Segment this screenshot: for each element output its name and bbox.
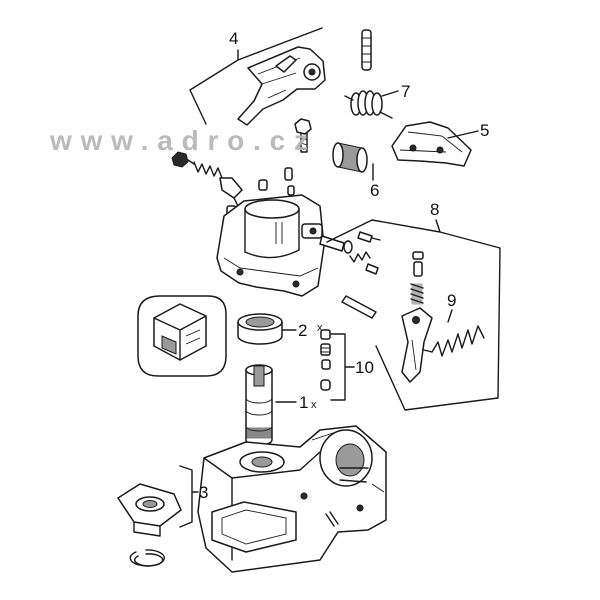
leader-lines (179, 27, 501, 528)
adjusting-bolt-with-spring (171, 151, 243, 207)
leader-5 (447, 130, 479, 139)
callout-labels: 4 7 5 6 8 9 2 x 10 1 x 3 (199, 29, 489, 502)
lower-coupling-housing (197, 425, 387, 573)
part-10-screws (320, 329, 331, 391)
callout-5: 5 (480, 121, 489, 140)
part-7-spring (344, 90, 393, 119)
leader-7 (381, 90, 399, 97)
part-1-plunger (245, 364, 273, 446)
part-6-bushing (332, 142, 368, 173)
callout-2: 2 (298, 321, 307, 340)
callout-8: 8 (430, 200, 439, 219)
callout-9: 9 (447, 291, 456, 310)
callout-1-quantity: x (311, 399, 317, 411)
callout-7: 7 (401, 82, 410, 101)
part-3-flange-and-snap-ring (117, 483, 182, 567)
inset-detail-view (137, 295, 227, 377)
spring-pin (361, 29, 372, 71)
callout-1: 1 (299, 393, 308, 412)
part-2-bushing-ring (237, 313, 283, 345)
callout-10: 10 (355, 358, 374, 377)
upper-housing-block (216, 194, 325, 297)
leader-3 (179, 465, 199, 528)
callout-6: 6 (370, 181, 379, 200)
leader-9 (447, 309, 453, 323)
leader-4 (189, 27, 323, 125)
leader-8 (326, 219, 501, 411)
hex-bolt (294, 118, 312, 153)
callout-4: 4 (229, 29, 238, 48)
callout-3: 3 (199, 483, 208, 502)
part-9-fasteners (410, 251, 424, 305)
callout-2-quantity: x (317, 322, 323, 334)
part-9-lever-with-spring (401, 307, 485, 383)
part-4-lever (237, 46, 326, 126)
watermark: www.adro.cz (49, 125, 308, 156)
part-8-pin-assembly (319, 231, 381, 319)
leader-10 (330, 333, 355, 401)
part-5-latch (391, 121, 472, 167)
